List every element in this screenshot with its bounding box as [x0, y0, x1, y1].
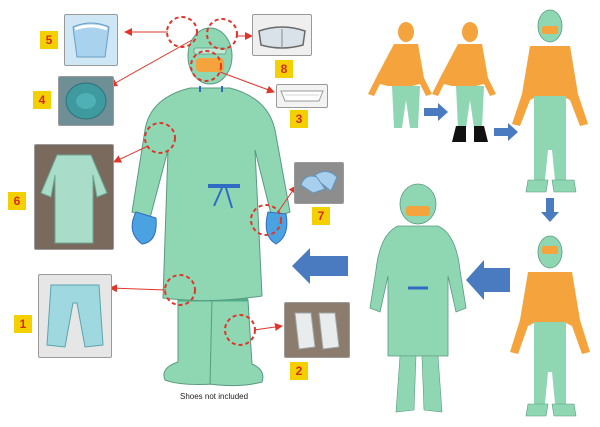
badge-item-5: 5 — [40, 31, 58, 49]
goggles-icon — [258, 26, 306, 49]
face-mask-icon — [280, 90, 324, 102]
badge-item-6: 6 — [8, 192, 26, 210]
photo-face-mask — [276, 84, 328, 108]
sequence-figure-1 — [368, 22, 432, 128]
badge-item-4: 4 — [33, 91, 51, 109]
trousers-icon — [46, 284, 104, 348]
caption-shoes-not-included: Shoes not included — [180, 392, 249, 401]
badge-item-1: 1 — [14, 315, 32, 333]
sequence-figure-5 — [369, 183, 467, 413]
sequence-figure-4 — [510, 235, 590, 417]
photo-face-shield — [64, 14, 118, 66]
pointer-arrows — [109, 28, 297, 331]
photo-gloves — [294, 162, 344, 204]
gloves-icon — [300, 171, 338, 194]
photo-gown — [34, 144, 114, 250]
main-figure — [131, 27, 291, 387]
sequence-figure-3 — [512, 9, 588, 193]
photo-hair-cap — [58, 76, 114, 126]
photo-shoe-covers — [284, 302, 350, 358]
face-shield-icon — [72, 22, 110, 58]
process-arrows — [292, 103, 559, 300]
hair-cap-icon — [65, 82, 107, 120]
gown-icon — [40, 154, 108, 244]
badge-item-8: 8 — [275, 60, 293, 78]
sequence-figure-2 — [432, 22, 496, 142]
photo-trousers — [38, 274, 112, 358]
badge-item-3: 3 — [290, 110, 308, 128]
badge-item-7: 7 — [312, 207, 330, 225]
photo-goggles — [252, 14, 312, 56]
shoe-covers-icon — [294, 312, 340, 350]
highlight-circles — [144, 16, 282, 346]
badge-item-2: 2 — [290, 362, 308, 380]
